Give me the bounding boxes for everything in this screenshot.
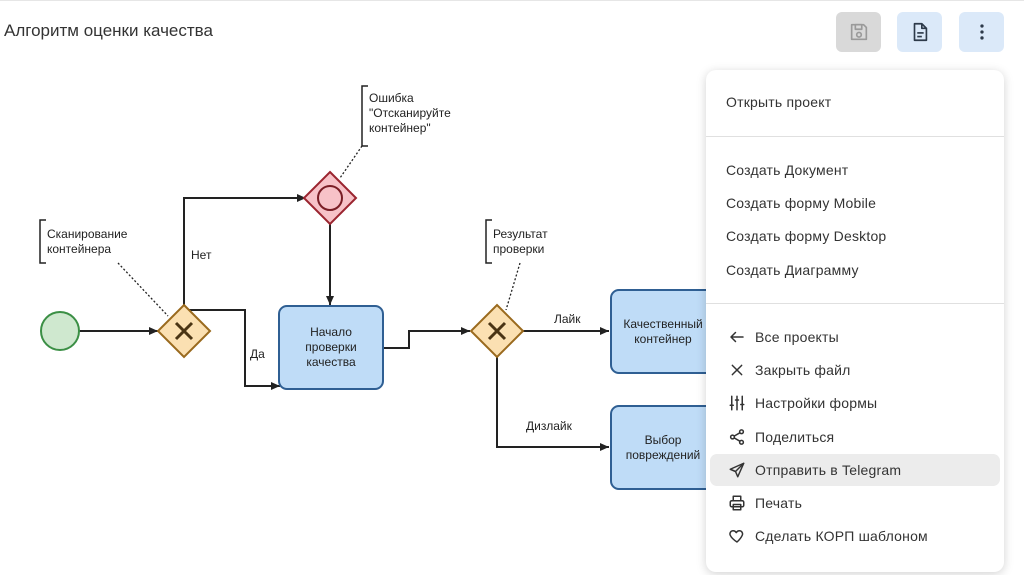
menu-item-create-desktop[interactable]: Создать форму Desktop xyxy=(710,220,1000,252)
top-border xyxy=(0,0,1024,1)
save-icon xyxy=(850,23,867,41)
arrow-left-icon xyxy=(726,326,748,348)
sliders-icon xyxy=(726,392,748,414)
menu-item-form-settings[interactable]: Настройки формы xyxy=(710,387,1000,419)
menu-item-label: Создать Документ xyxy=(726,162,849,178)
more-button[interactable] xyxy=(959,12,1004,52)
menu-item-label: Закрыть файл xyxy=(755,362,851,378)
flow-label-like: Лайк xyxy=(554,312,581,326)
more-menu: Открыть проект Создать Документ Создать … xyxy=(706,70,1004,572)
association-result xyxy=(505,262,521,311)
save-button[interactable] xyxy=(836,12,881,52)
document-icon xyxy=(913,22,927,42)
menu-item-create-mobile[interactable]: Создать форму Mobile xyxy=(710,187,1000,219)
flow-task-to-gateway xyxy=(383,327,470,349)
menu-item-label: Создать Диаграмму xyxy=(726,262,859,278)
menu-item-label: Печать xyxy=(755,495,803,511)
flow-label-no: Нет xyxy=(191,248,212,262)
send-icon xyxy=(726,459,748,481)
annotation-bracket-result xyxy=(485,219,492,264)
task-start-check xyxy=(278,305,384,390)
flow-label-yes: Да xyxy=(250,347,265,361)
annotation-bracket-error xyxy=(361,85,368,147)
flow-no xyxy=(183,194,306,305)
share-icon xyxy=(726,426,748,448)
flow-yes xyxy=(184,309,280,390)
annotation-bracket-scan xyxy=(39,219,46,264)
more-vertical-icon xyxy=(979,24,984,40)
menu-item-label: Сделать КОРП шаблоном xyxy=(755,528,928,544)
menu-item-print[interactable]: Печать xyxy=(710,487,1000,519)
menu-divider xyxy=(706,303,1004,304)
exclusive-gateway-result xyxy=(469,303,525,359)
printer-icon xyxy=(726,492,748,514)
menu-item-create-diagram[interactable]: Создать Диаграмму xyxy=(710,254,1000,286)
menu-item-all-projects[interactable]: Все проекты xyxy=(710,321,1000,353)
exclusive-gateway-scan xyxy=(156,303,212,359)
menu-item-send-telegram[interactable]: Отправить в Telegram xyxy=(710,454,1000,486)
menu-item-label: Создать форму Mobile xyxy=(726,195,877,211)
menu-item-close-file[interactable]: Закрыть файл xyxy=(710,354,1000,386)
flow-dislike xyxy=(496,357,609,451)
flow-label-dislike: Дизлайк xyxy=(526,419,572,433)
menu-item-label: Открыть проект xyxy=(726,94,832,110)
menu-item-open-project[interactable]: Открыть проект xyxy=(710,86,1000,118)
heart-icon xyxy=(726,525,748,547)
menu-item-label: Создать форму Desktop xyxy=(726,228,887,244)
menu-item-share[interactable]: Поделиться xyxy=(710,421,1000,453)
menu-item-label: Отправить в Telegram xyxy=(755,462,902,478)
start-event xyxy=(40,311,80,351)
error-event xyxy=(302,170,358,226)
association-error xyxy=(339,145,363,179)
menu-item-label: Все проекты xyxy=(755,329,839,345)
menu-item-label: Настройки формы xyxy=(755,395,878,411)
association-scan xyxy=(117,262,169,317)
document-button[interactable] xyxy=(897,12,942,52)
menu-item-create-document[interactable]: Создать Документ xyxy=(710,154,1000,186)
page-title: Алгоритм оценки качества xyxy=(4,21,213,40)
menu-item-label: Поделиться xyxy=(755,429,835,445)
menu-item-make-template[interactable]: Сделать КОРП шаблоном xyxy=(710,520,1000,552)
close-icon xyxy=(726,359,748,381)
menu-divider xyxy=(706,136,1004,137)
